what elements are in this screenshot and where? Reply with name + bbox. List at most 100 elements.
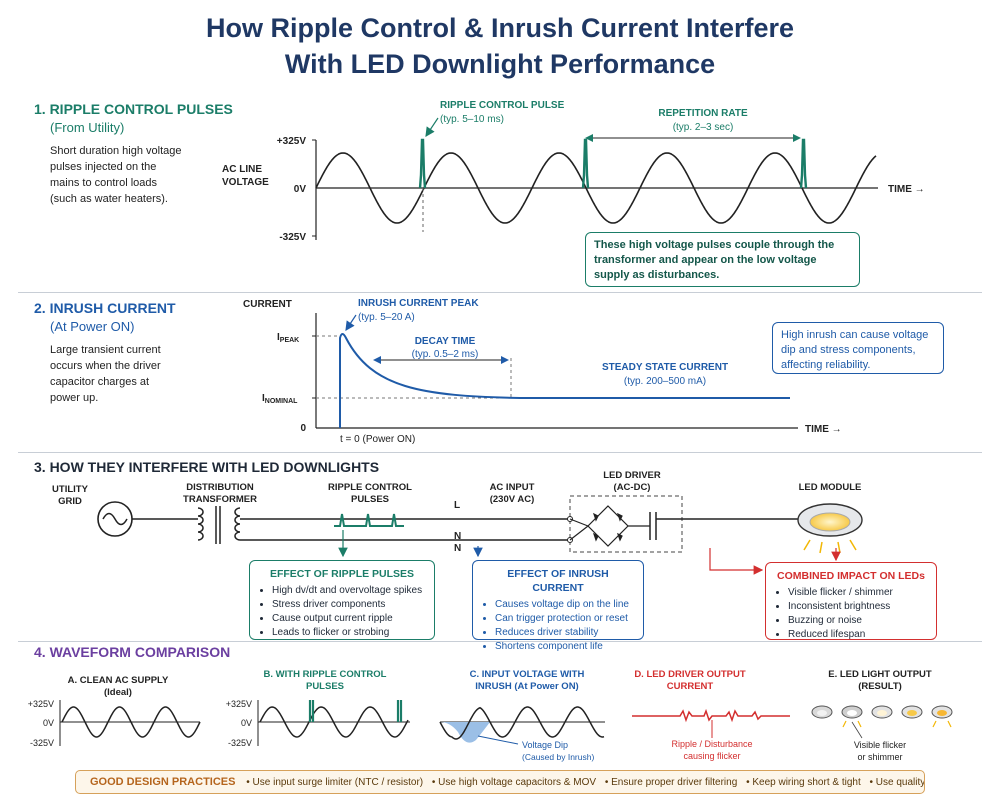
ripple-pulse [418,138,427,189]
ac-input-label-2: (230V AC) [490,494,535,505]
ipeak-sub: PEAK [280,337,299,344]
wave-c-title-1: C. INPUT VOLTAGE WITH [470,669,585,680]
practice-item: • Use input surge limiter (NTC / resisto… [246,777,424,788]
peak-typ: (typ. 5–20 A) [358,312,415,323]
list-item: Visible flicker / shimmer [788,586,928,600]
inom-sub: NOMINAL [265,398,298,405]
list-item: Shortens component life [495,640,635,654]
effect-ripple-title: EFFECT OF RIPPLE PULSES [269,568,415,580]
steady-label: STEADY STATE CURRENT [602,362,728,373]
inrush-note-box: High inrush can cause voltage dip and st… [772,322,944,374]
circuit-diagram: UTILITY GRID DISTRIBUTION TRANSFORMER RI… [52,470,863,575]
section-1-description: Short duration high voltage pulses injec… [50,143,181,207]
effect-inrush-title: EFFECT OF INRUSH CURRENT [507,568,609,594]
time-label: TIME → [805,424,842,435]
peak-pointer [345,314,357,331]
inrush-chart: CURRENT IPEAK INOMINAL 0 INRUSH CURRENT … [243,298,842,445]
bridge-rectifier-icon [587,505,629,547]
dip-label-1: Voltage Dip [522,740,568,750]
desc-line: Short duration high voltage [50,145,182,157]
list-item: Reduces driver stability [495,626,635,640]
grid-label-1: UTILITY [52,484,89,495]
time-label: TIME → [888,184,925,195]
tick: 0V [43,718,54,728]
section-3-heading: 3. HOW THEY INTERFERE WITH LED DOWNLIGHT… [34,459,380,475]
led-glow [809,512,851,532]
ripple-note-box: These high voltage pulses couple through… [585,232,860,287]
desc-line: pulses injected on the [50,161,157,173]
inom-label: INOMINAL [262,393,298,405]
ripple-label-2: causing flicker [683,751,740,761]
ripple-pulse [581,138,590,189]
grid-label-2: GRID [58,496,82,507]
pulse-pointer [425,117,439,137]
ipeak-label: IPEAK [277,332,299,344]
wave-b-title-1: B. WITH RIPPLE CONTROL [264,669,387,680]
list-item: Stress driver components [272,598,426,612]
driver-output-wave [632,708,790,723]
section-4-heading: 4. WAVEFORM COMPARISON [34,644,231,660]
practice-item: • Keep wiring short & tight [746,777,861,788]
section-divider [18,292,982,293]
transformer-label-1: DISTRIBUTION [186,482,254,493]
section-2-heading: 2. INRUSH CURRENT [34,300,176,316]
wave-d-title-2: CURRENT [667,681,714,692]
title-line-1: How Ripple Control & Inrush Current Inte… [205,13,795,43]
title-line-2: With LED Downlight Performance [284,49,716,79]
tick-mid: 0V [294,184,307,195]
inrush-sine-wave [439,706,605,740]
ripple-pulses-label-1: RIPPLE CONTROL [328,482,412,493]
combined-pointer [709,548,764,575]
section-2-subheading: (At Power ON) [50,319,135,334]
practice-item: • Use high voltage capacitors & MOV [431,777,597,788]
led-output-icons [811,705,953,728]
ripple-label-1: Ripple / Disturbance [671,739,752,749]
wave-a-title-2: (Ideal) [104,687,132,698]
ipeak-i: I [277,332,280,343]
wave-a-title-1: A. CLEAN AC SUPPLY [68,675,169,686]
clean-sine-wave [61,706,201,738]
section-2-description: Large transient current occurs when the … [50,342,161,406]
tick: +325V [226,699,252,709]
list-item: Cause output current ripple [272,612,426,626]
desc-line: Large transient current [50,344,161,356]
n-label-1: N [454,531,461,542]
desc-line: occurs when the driver [50,360,161,372]
section-1-heading: 1. RIPPLE CONTROL PULSES [34,101,233,117]
tick: -325V [228,738,252,748]
desc-line: capacitor charges at [50,376,150,388]
ac-input-label-1: AC INPUT [490,482,535,493]
tick-bot: -325V [279,232,306,243]
y-label: CURRENT [243,299,292,310]
practice-item: • Ensure proper driver filtering [604,777,738,788]
ripple-sine-wave [259,706,409,738]
decay-label: DECAY TIME [415,336,476,347]
pulse-typ: (typ. 5–10 ms) [440,114,504,125]
combined-impact-title: COMBINED IMPACT ON LEDs [777,570,925,582]
design-practices-bar: GOOD DESIGN PRACTICES • Use input surge … [75,770,925,794]
voltage-dip-shading [440,722,490,743]
y-label-1: AC LINE [222,164,262,175]
flicker-label-1: Visible flicker [854,740,906,750]
tick: 0V [241,718,252,728]
zero-label: 0 [300,423,306,434]
ripple-pulses-label-2: PULSES [351,494,389,505]
list-item: Reduced lifespan [788,628,928,642]
tick: +325V [28,699,54,709]
wave-b-title-2: PULSES [306,681,344,692]
combined-impact-box: COMBINED IMPACT ON LEDs Visible flicker … [765,562,937,640]
t0-label: t = 0 (Power ON) [340,434,415,445]
pulse-label: RIPPLE CONTROL PULSE [440,100,565,111]
module-label: LED MODULE [799,482,862,493]
transformer-label-2: TRANSFORMER [183,494,257,505]
light-rays-icon [803,539,857,554]
transformer-icon [197,506,241,544]
practices-title: GOOD DESIGN PRACTICES [90,776,236,788]
inom-i: I [262,393,265,404]
ac-source-wave [102,512,128,526]
wave-c-title-2: INRUSH (At Power ON) [475,681,578,692]
inrush-curve [339,333,790,428]
ripple-pulse-icon [334,513,404,527]
flicker-label-2: or shimmer [857,752,902,762]
